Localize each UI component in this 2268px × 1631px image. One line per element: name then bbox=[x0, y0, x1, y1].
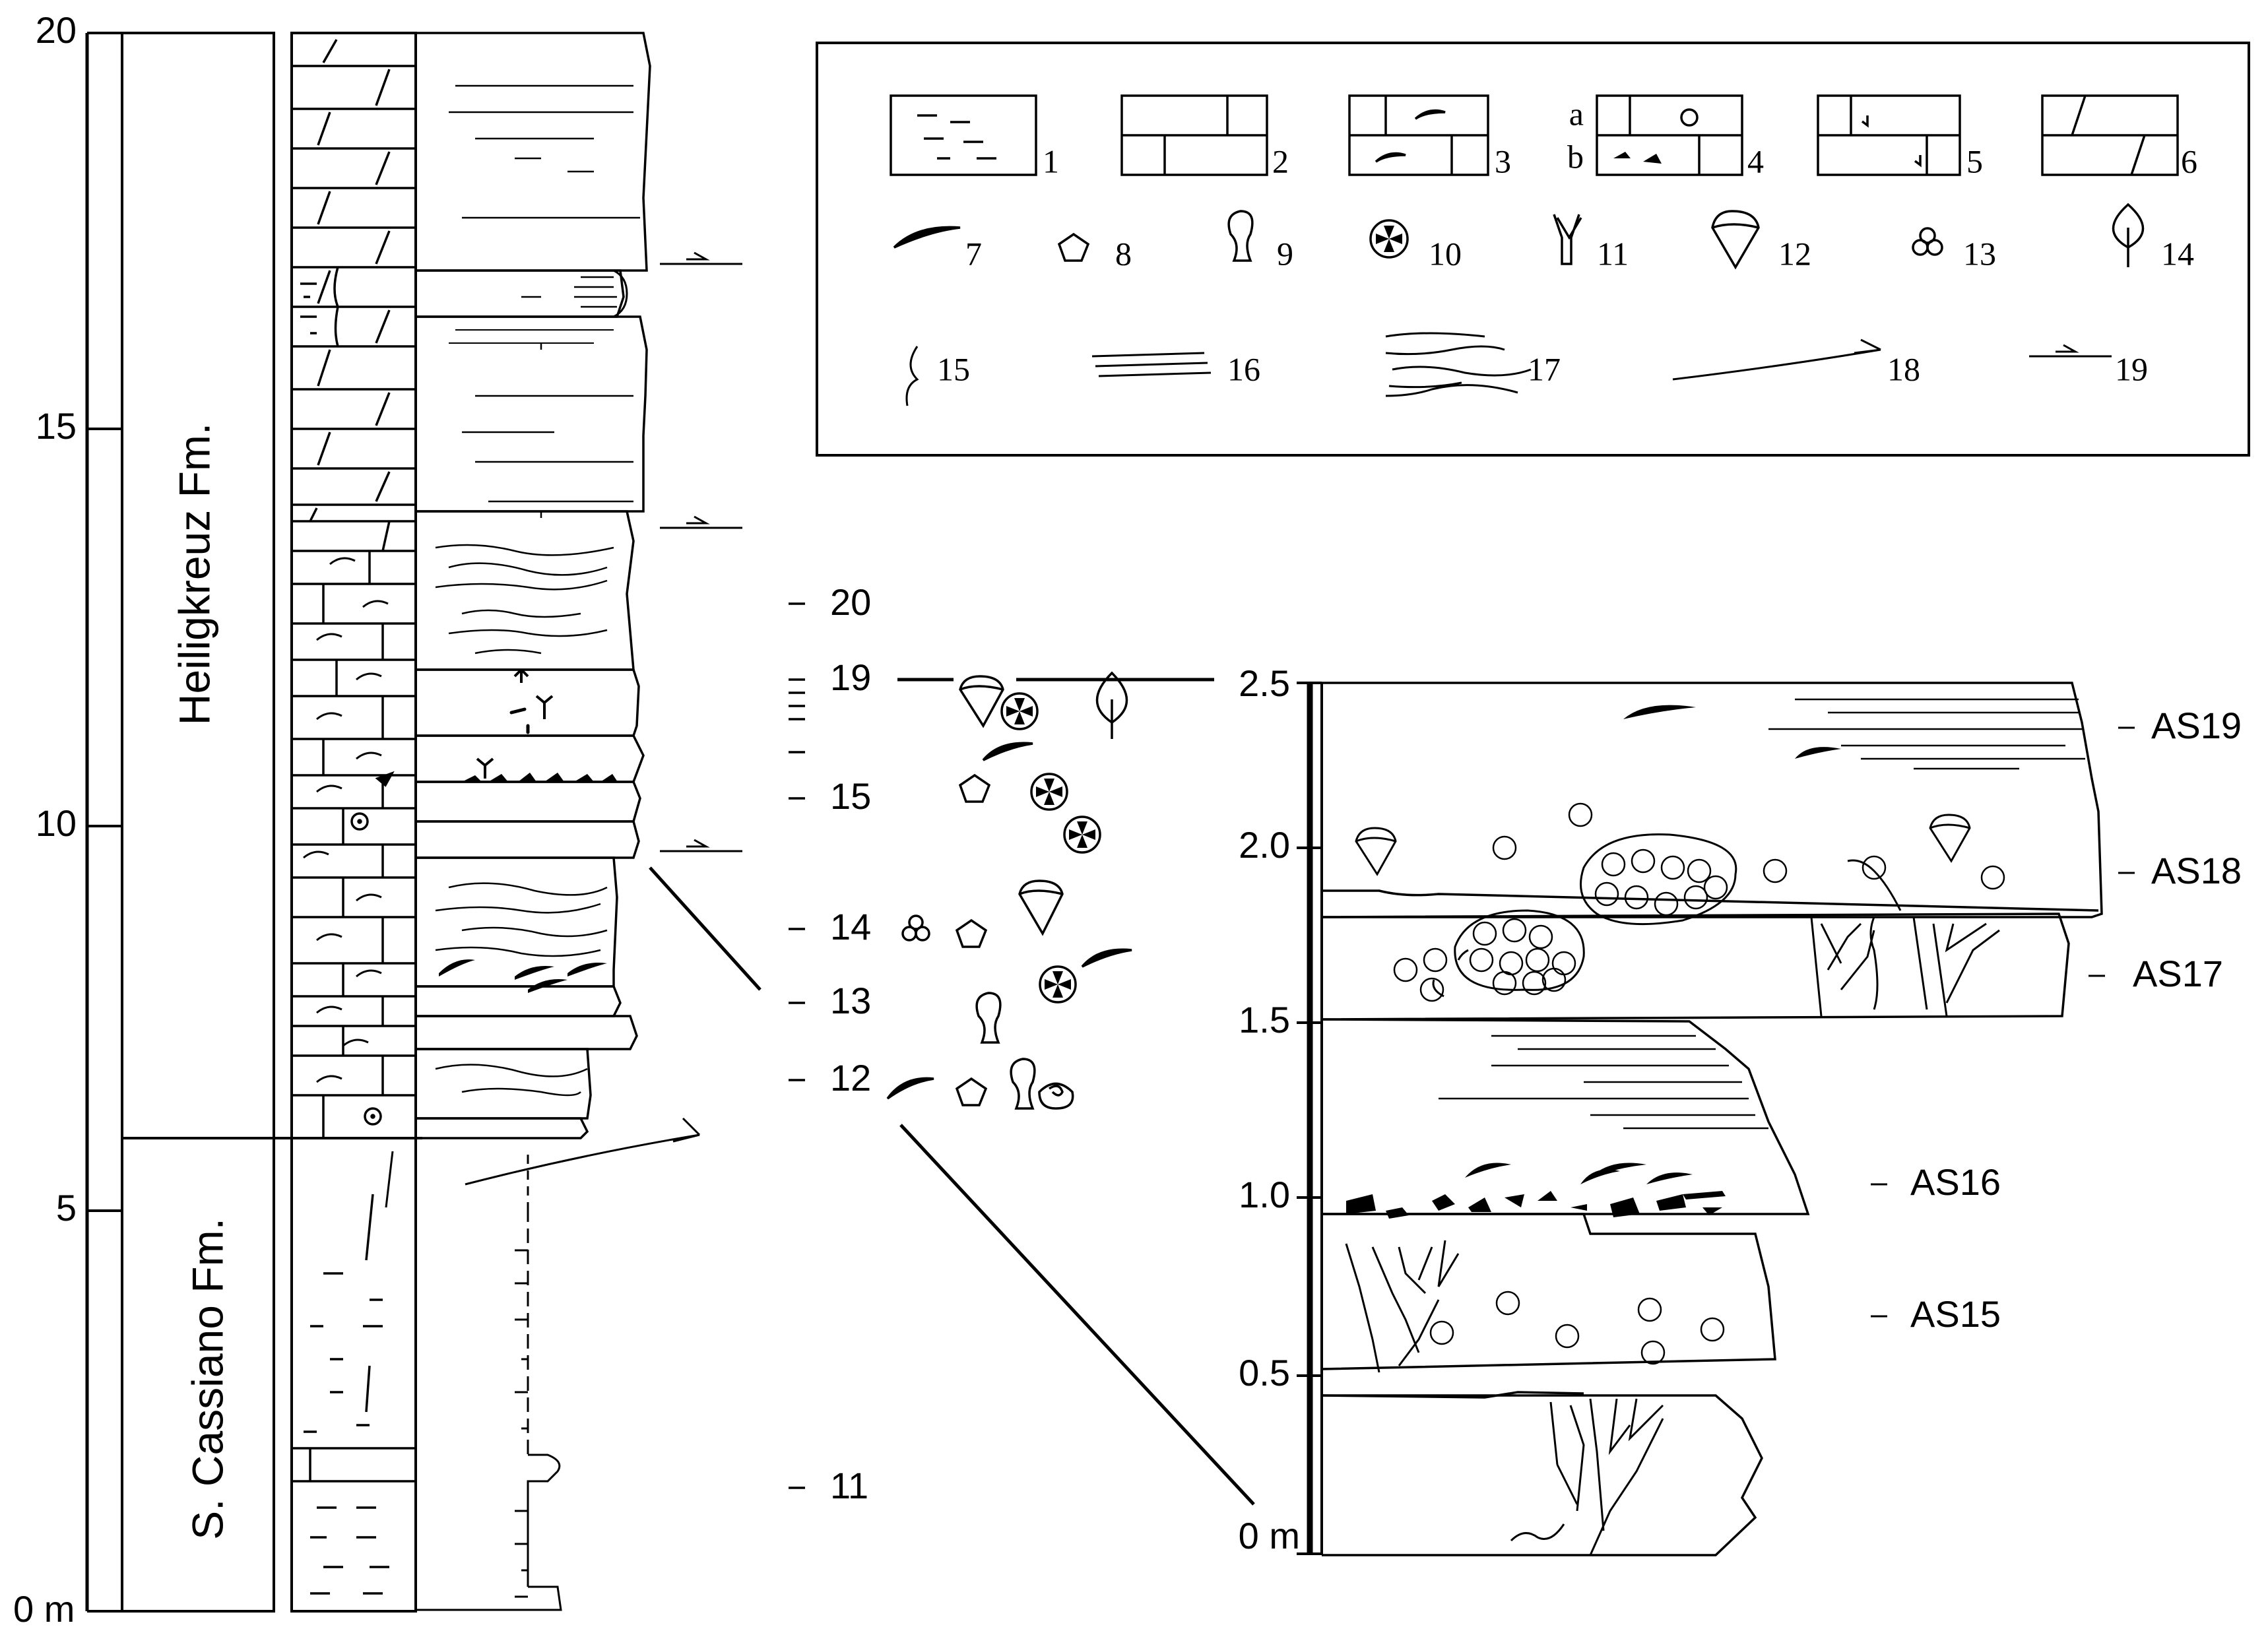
legend-label-12: 12 bbox=[1778, 235, 1811, 272]
ooid-icon bbox=[1039, 965, 1077, 1004]
detail-sample-as19: AS19 bbox=[2151, 705, 2242, 746]
detail-scale-label-1-5: 1.5 bbox=[1239, 999, 1290, 1040]
bivalve-icon bbox=[1018, 879, 1064, 936]
legend-label-9: 9 bbox=[1277, 235, 1293, 272]
sample-ticks bbox=[789, 602, 805, 1489]
legend-label-5: 5 bbox=[1966, 143, 1983, 179]
gastropod-icon bbox=[1010, 1058, 1036, 1110]
main-scale-label-20: 20 bbox=[36, 9, 77, 51]
lithology-column bbox=[290, 32, 417, 1613]
legend-label-7: 7 bbox=[965, 235, 982, 272]
detail-scale-label-1-0: 1.0 bbox=[1239, 1174, 1290, 1215]
ooid-icon bbox=[1063, 815, 1101, 854]
legend-label-18: 18 bbox=[1887, 350, 1920, 387]
bivalve-icon bbox=[959, 675, 1004, 728]
legend-symbols bbox=[893, 203, 2145, 406]
legend-sub-label-a: a bbox=[1569, 95, 1584, 132]
detail-scale-label-0: 0 m bbox=[1239, 1515, 1300, 1556]
detail-scale-label-0-5: 0.5 bbox=[1239, 1352, 1290, 1393]
gastropod-icon bbox=[1227, 210, 1254, 262]
weathering-profile bbox=[416, 32, 742, 1611]
detail-sample-as17: AS17 bbox=[2133, 953, 2223, 994]
legend: a b bbox=[816, 42, 2250, 457]
legend-label-4: 4 bbox=[1747, 143, 1764, 179]
peloid-icon bbox=[955, 1077, 988, 1106]
legend-label-11: 11 bbox=[1597, 235, 1629, 272]
sample-tick-20: 20 bbox=[830, 581, 871, 623]
peloid-icon bbox=[1057, 232, 1090, 262]
main-scale-label-0: 0 m bbox=[13, 1588, 75, 1630]
main-scale-label-5: 5 bbox=[56, 1187, 77, 1229]
sample-tick-19: 19 bbox=[830, 656, 871, 698]
detail-ooid-scatter bbox=[1393, 802, 2005, 1365]
legend-sub-label-b: b bbox=[1567, 138, 1584, 175]
detail-sample-as16: AS16 bbox=[1910, 1161, 2001, 1203]
legend-label-2: 2 bbox=[1272, 143, 1289, 179]
sample-tick-13: 13 bbox=[830, 980, 871, 1021]
ooid-icon bbox=[1369, 219, 1409, 259]
detail-scale-label-2-0: 2.0 bbox=[1239, 824, 1290, 866]
coil-shell-icon bbox=[1038, 1082, 1074, 1110]
legend-label-1: 1 bbox=[1043, 143, 1059, 179]
gastropod-icon bbox=[886, 1077, 934, 1100]
legend-label-6: 6 bbox=[2181, 143, 2197, 179]
ooid-icon bbox=[1000, 692, 1039, 730]
sample-tick-12: 12 bbox=[830, 1057, 871, 1099]
formation-column: S. Cassiano Fm. Heiligkreuz Fm. bbox=[121, 32, 422, 1613]
legend-label-3: 3 bbox=[1495, 143, 1511, 179]
legend-label-10: 10 bbox=[1429, 235, 1462, 272]
legend-label-16: 16 bbox=[1227, 350, 1260, 387]
legend-label-15: 15 bbox=[937, 350, 970, 387]
formation-label-s-cassiano: S. Cassiano Fm. bbox=[183, 1218, 232, 1540]
peloid-icon bbox=[955, 918, 988, 948]
coral-icon bbox=[1553, 214, 1582, 265]
plant-icon bbox=[1095, 671, 1128, 739]
detail-sample-as15: AS15 bbox=[1910, 1293, 2001, 1335]
gastropod-icon bbox=[982, 742, 1033, 761]
gastropod-icon bbox=[975, 992, 1002, 1044]
sample-tick-15: 15 bbox=[830, 775, 871, 817]
main-scale: 0 m 5 10 15 20 bbox=[13, 9, 122, 1630]
gastropod-icon bbox=[1081, 948, 1132, 968]
detail-scale: 0 m 0.5 1.0 1.5 2.0 2.5 bbox=[1239, 662, 1323, 1556]
ooid-icon bbox=[1030, 773, 1068, 811]
detail-scale-label-2-5: 2.5 bbox=[1239, 662, 1290, 704]
sample-tick-11: 11 bbox=[830, 1465, 868, 1506]
correlation-lines bbox=[649, 678, 1255, 1506]
fossil-content bbox=[886, 671, 1132, 1110]
legend-label-17: 17 bbox=[1528, 350, 1561, 387]
detail-sample-as18: AS18 bbox=[2151, 850, 2242, 891]
plant-icon bbox=[2112, 203, 2145, 267]
legend-label-8: 8 bbox=[1115, 235, 1132, 272]
detail-bivalves bbox=[1355, 814, 1971, 876]
bivalve-icon bbox=[1711, 210, 1760, 270]
main-scale-label-15: 15 bbox=[36, 405, 77, 447]
legend-label-13: 13 bbox=[1963, 235, 1996, 272]
legend-label-14: 14 bbox=[2161, 235, 2194, 272]
peloid-icon bbox=[958, 773, 991, 803]
legend-label-19: 19 bbox=[2115, 350, 2148, 387]
oncoid-icon bbox=[1912, 227, 1943, 256]
gastropod-icon bbox=[893, 226, 961, 249]
sample-tick-14: 14 bbox=[830, 906, 871, 947]
main-scale-label-10: 10 bbox=[36, 802, 77, 844]
detail-section bbox=[1320, 682, 2135, 1556]
formation-label-heiligkreuz: Heiligkreuz Fm. bbox=[170, 423, 218, 725]
oncoid-icon bbox=[901, 914, 930, 942]
root-trace-icon bbox=[905, 346, 919, 406]
